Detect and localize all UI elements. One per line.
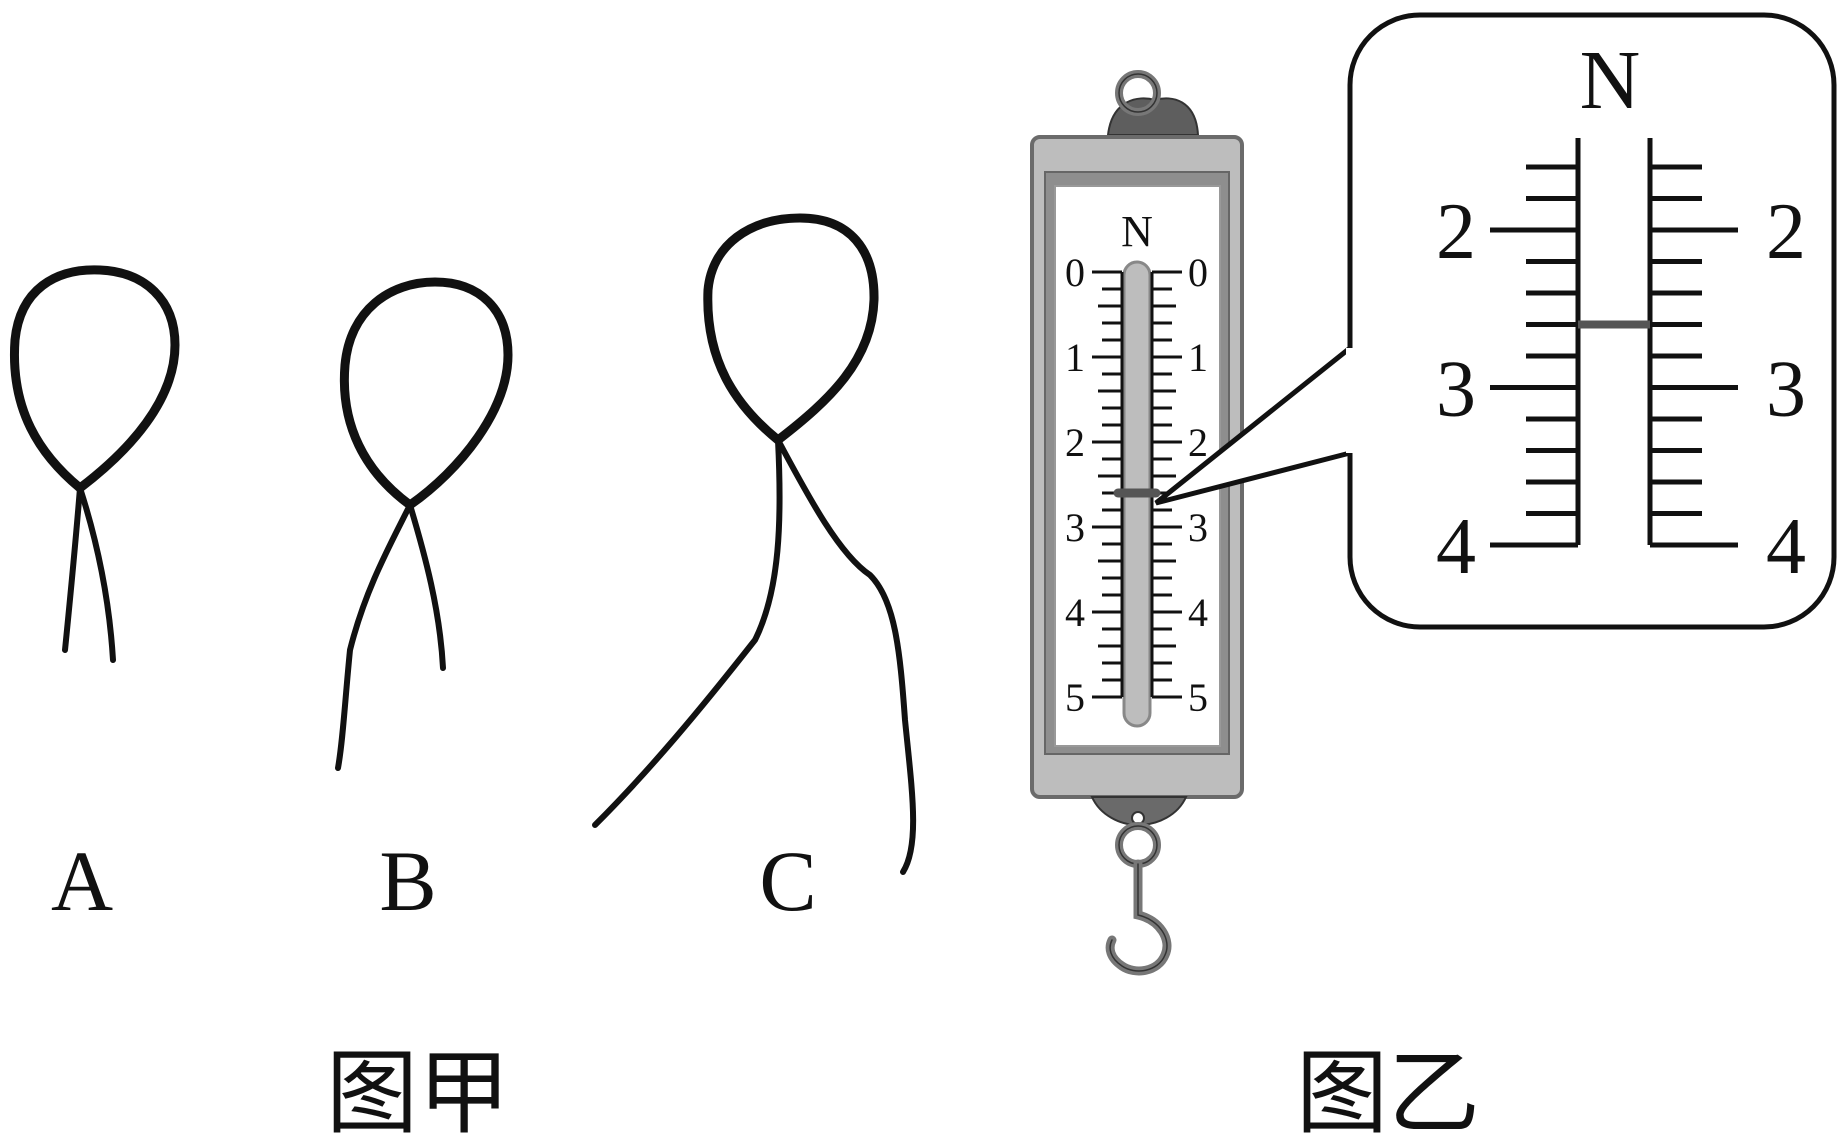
figure-jia-caption: 图甲 xyxy=(326,1040,510,1144)
loop-b-ring xyxy=(339,277,513,510)
scale-labels-right: 0 1 2 3 4 5 xyxy=(1188,250,1208,720)
scale-labels-left: 0 1 2 3 4 5 xyxy=(1065,250,1085,720)
scale-ticks xyxy=(1092,270,1182,699)
zoom-label-right: 4 xyxy=(1766,503,1806,591)
zoom-callout-lines xyxy=(1154,346,1352,506)
loop-b-end-right xyxy=(407,502,446,671)
scale-label-right: 5 xyxy=(1188,675,1208,720)
scale-label-left: 0 xyxy=(1065,250,1085,295)
bottom-hook xyxy=(1090,796,1188,976)
scale-label-right: 4 xyxy=(1188,590,1208,635)
scale-label-right: 2 xyxy=(1188,420,1208,465)
figure-jia: A B C 图甲 xyxy=(9,213,917,1144)
rope-loop-b: B xyxy=(335,277,513,929)
scale-label-right: 0 xyxy=(1188,250,1208,295)
scale-label-left: 5 xyxy=(1065,675,1085,720)
zoom-unit-label: N xyxy=(1580,34,1641,127)
zoom-label-right: 2 xyxy=(1766,188,1806,276)
loop-a-end-right xyxy=(77,485,116,663)
loop-c-label: C xyxy=(759,833,816,929)
zoom-label-right: 3 xyxy=(1766,346,1806,434)
loop-b-end-left xyxy=(335,502,413,771)
zoom-ticks xyxy=(1490,138,1738,548)
loop-c-ring xyxy=(703,213,879,445)
scale-label-left: 2 xyxy=(1065,420,1085,465)
zoom-label-left: 2 xyxy=(1436,188,1476,276)
scale-label-right: 3 xyxy=(1188,505,1208,550)
zoom-labels-right: 2 3 4 xyxy=(1766,188,1806,591)
rope-loop-c: C xyxy=(592,213,917,929)
loop-b-label: B xyxy=(379,833,436,929)
loop-a-ring xyxy=(9,265,180,493)
zoom-label-left: 4 xyxy=(1436,503,1476,591)
scale-label-left: 3 xyxy=(1065,505,1085,550)
zoom-labels-left: 2 3 4 xyxy=(1436,188,1476,591)
scale-label-left: 4 xyxy=(1065,590,1085,635)
figure-yi: N 0 1 2 3 4 5 0 1 2 3 4 5 N 2 3 4 2 3 4 图乙 xyxy=(1030,12,1837,1144)
zoom-label-left: 3 xyxy=(1436,346,1476,434)
scale-label-right: 1 xyxy=(1188,335,1208,380)
scale-unit-label: N xyxy=(1121,207,1153,256)
figure-yi-caption: 图乙 xyxy=(1296,1040,1480,1144)
rope-loop-a: A xyxy=(9,265,180,929)
loop-c-end-left xyxy=(592,437,783,828)
loop-a-label: A xyxy=(51,833,113,929)
loop-c-end-right xyxy=(775,437,917,875)
top-ring xyxy=(1106,70,1200,136)
loop-a-end-left xyxy=(62,485,83,653)
scale-label-left: 1 xyxy=(1065,335,1085,380)
